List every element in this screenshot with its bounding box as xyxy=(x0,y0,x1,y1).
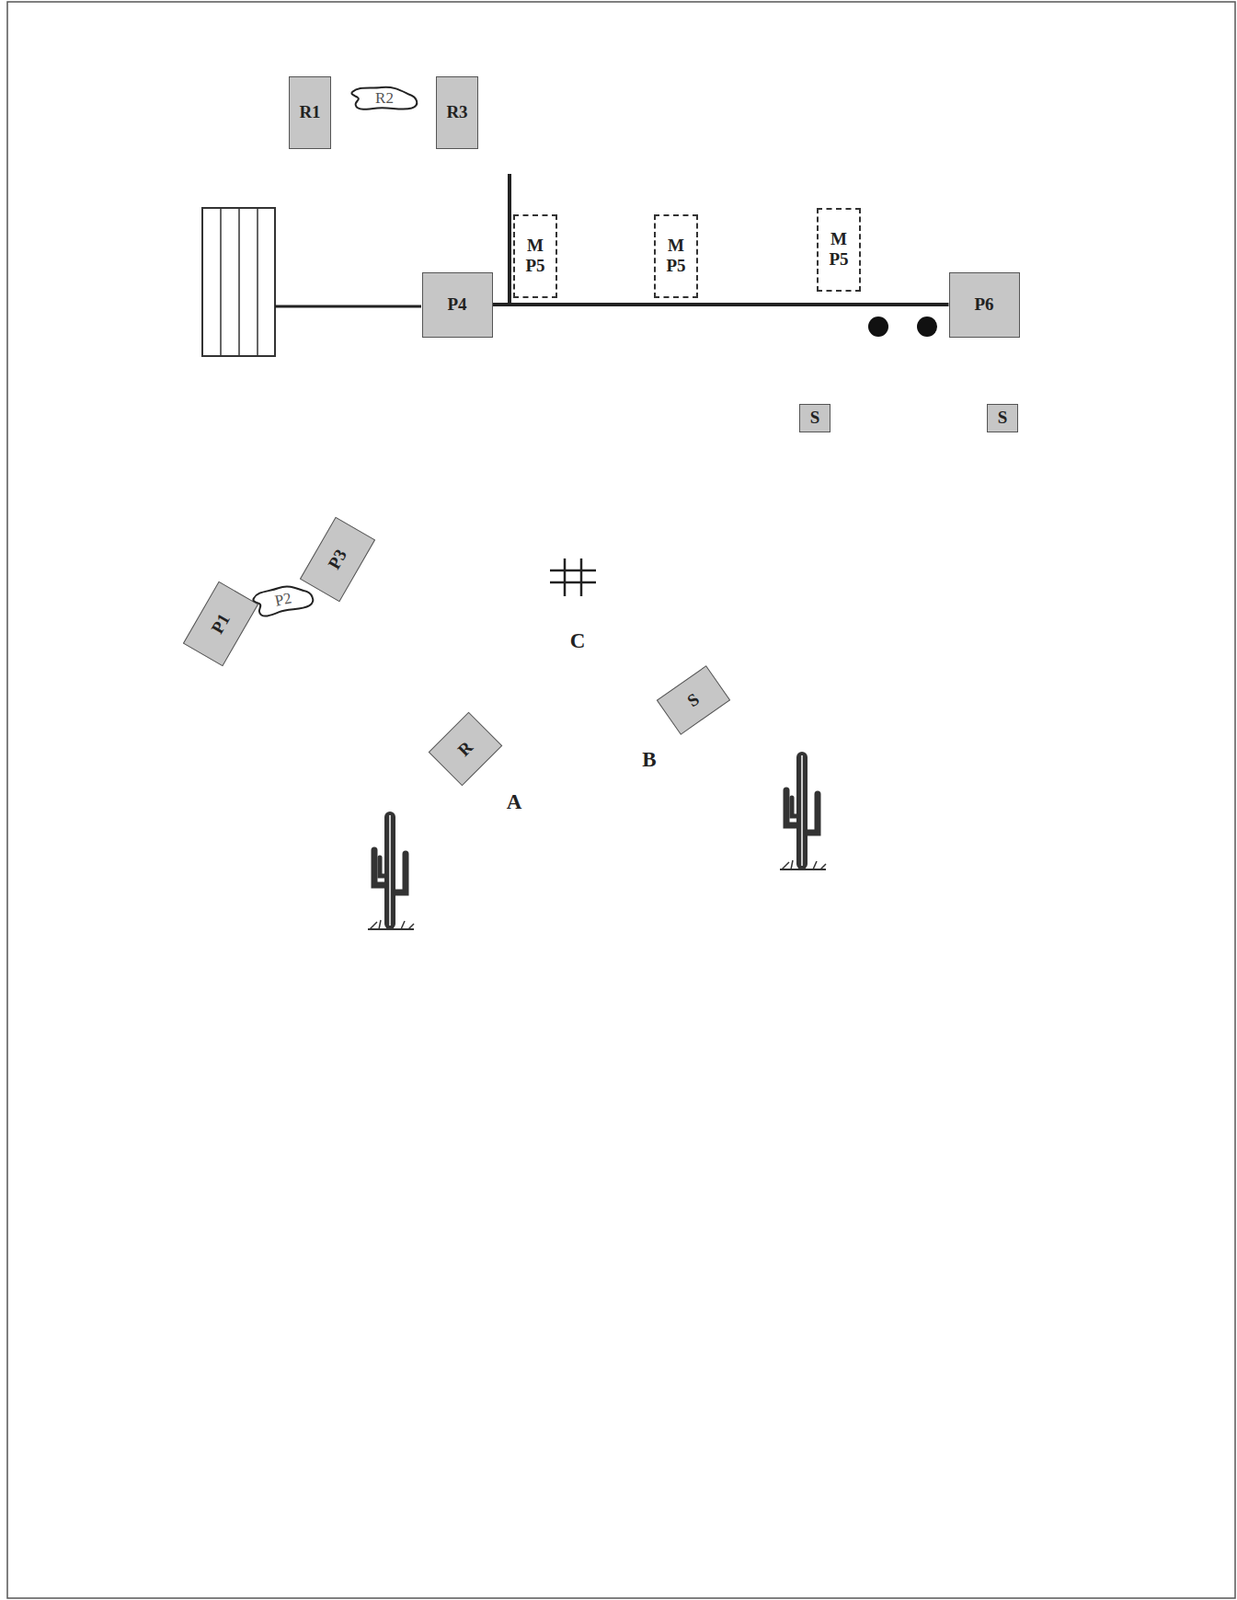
room-box: R3 xyxy=(435,76,479,149)
node-label: R xyxy=(453,736,477,760)
dashed-box: M P5 xyxy=(513,214,558,298)
dashed-box: M P5 xyxy=(816,207,861,292)
tilted-box: R xyxy=(428,711,504,787)
node-label: R1 xyxy=(298,102,321,123)
node-label: P1 xyxy=(206,609,234,637)
node-label: S xyxy=(997,407,1008,428)
area-letter: A xyxy=(506,790,523,814)
pit-box: P4 xyxy=(422,272,493,338)
striped-structure xyxy=(202,207,275,356)
node-label: P4 xyxy=(446,294,467,315)
node-label: P3 xyxy=(323,545,351,573)
node-label: R3 xyxy=(446,102,468,123)
pit-box: P6 xyxy=(949,272,1020,338)
node-label: R2 xyxy=(375,89,394,108)
wall-line xyxy=(507,173,512,307)
feature-blob: R2 xyxy=(348,84,421,113)
wall-line xyxy=(274,305,422,309)
small-box: S xyxy=(799,403,831,433)
pit-box: P1 xyxy=(183,581,259,667)
wall-line xyxy=(492,302,950,307)
node-label: S xyxy=(683,688,703,711)
small-box: S xyxy=(986,403,1019,433)
feature-blob: P2 xyxy=(248,577,319,622)
node-label: P2 xyxy=(273,589,294,611)
pit-box: P3 xyxy=(299,516,376,603)
dashed-box: M P5 xyxy=(653,214,699,298)
area-letter: B xyxy=(641,747,656,772)
node-label: P6 xyxy=(973,294,994,315)
cactus-icon xyxy=(779,751,826,870)
post-dot xyxy=(868,316,889,337)
node-label: M P5 xyxy=(525,235,545,276)
cactus-icon xyxy=(367,811,414,929)
node-label: M P5 xyxy=(828,229,848,270)
area-letter: C xyxy=(570,629,586,653)
node-label: S xyxy=(810,407,821,428)
post-dot xyxy=(916,316,938,337)
room-box: R1 xyxy=(288,76,332,149)
fence-symbol xyxy=(549,558,596,596)
tilted-box: S xyxy=(656,664,731,735)
node-label: M P5 xyxy=(665,235,686,276)
page-frame xyxy=(7,1,1236,1598)
